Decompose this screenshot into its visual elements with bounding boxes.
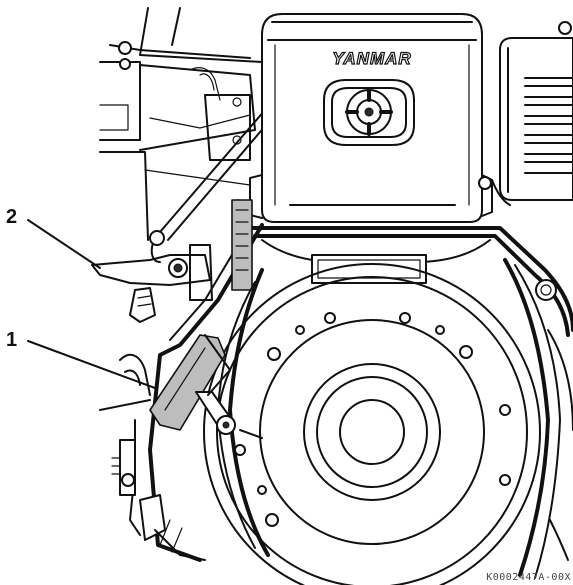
callout-label-1: 1 — [6, 329, 18, 351]
air-cleaner — [478, 21, 573, 206]
rocker-cover: YANMAR — [249, 13, 493, 223]
linkage-rod — [159, 109, 273, 241]
figure-code: K0002447A-00X — [486, 572, 571, 583]
governor-housing — [148, 199, 264, 562]
linkage-assembly — [99, 353, 206, 561]
leader-line-1 — [27, 340, 156, 389]
callout-label-2: 2 — [6, 206, 18, 228]
oil-filler-cap — [323, 79, 415, 146]
throttle-bracket — [91, 230, 213, 323]
gear-cover — [203, 263, 541, 585]
upper-frame — [99, 7, 263, 241]
brand-text: YANMAR — [332, 49, 411, 68]
leader-line-2 — [27, 219, 101, 269]
leader-lines — [27, 219, 156, 389]
engine-housing — [248, 226, 573, 337]
throttle-lever — [149, 334, 236, 435]
